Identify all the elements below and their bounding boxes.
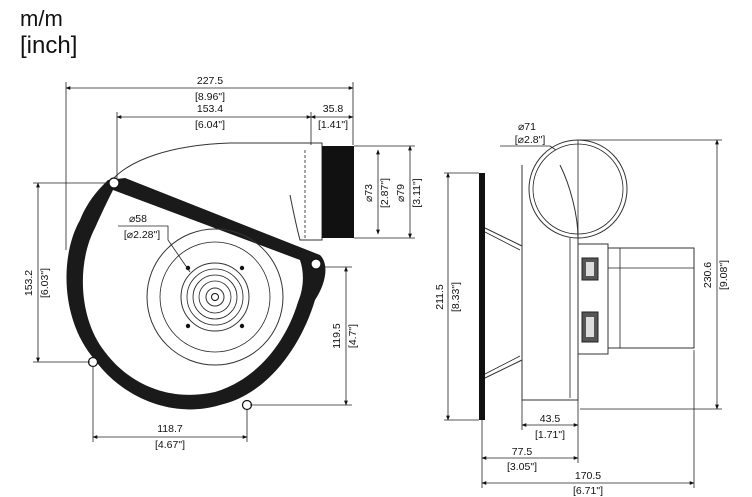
dim-side-outlet-mm: ⌀71	[518, 121, 536, 133]
dim-outlet-od-mm: ⌀79	[395, 184, 407, 202]
side-dimensions: ⌀71 [⌀2.8"] 211.5 [8.33"] 230.6 [9.08"] …	[434, 121, 730, 497]
dim-total-depth-mm: 170.5	[575, 470, 601, 482]
dim-motor-offset-mm: 43.5	[540, 413, 561, 425]
hub	[205, 287, 225, 307]
dim-outlet-id-in: [2.87"]	[379, 178, 391, 208]
dim-center-outlet-in: [6.04"]	[195, 119, 225, 131]
screw-2	[239, 265, 245, 271]
side-flange-plate	[479, 173, 485, 420]
dim-outlet-length-in: [1.41"]	[318, 119, 348, 131]
dim-center-outlet-mm: 153.4	[197, 103, 223, 115]
dim-side-outlet-in: [⌀2.8"]	[515, 134, 546, 146]
unit-imperial-label: [inch]	[20, 32, 78, 59]
dim-depth-mid-in: [3.05"]	[507, 461, 537, 473]
inlet-ring-outer	[180, 262, 250, 332]
dim-flange-height-in: [8.33"]	[450, 282, 462, 312]
dim-motor-offset-in: [1.71"]	[535, 429, 565, 441]
screw-4	[239, 323, 245, 329]
mount-hole-top	[108, 177, 120, 189]
dim-outlet-id-mm: ⌀73	[363, 184, 375, 202]
unit-metric-label: m/m	[20, 6, 63, 31]
outlet-flange	[322, 146, 354, 238]
housing-interior	[82, 190, 303, 395]
dim-overall-width-in: [8.96"]	[195, 91, 225, 103]
dim-outlet-length-mm: 35.8	[323, 103, 344, 115]
screw-3	[185, 323, 191, 329]
dim-flange-height-mm: 211.5	[434, 284, 446, 310]
dim-center-height-in: [4.7"]	[347, 324, 359, 348]
impeller-plate	[146, 228, 284, 366]
impeller-ring	[159, 241, 271, 353]
side-view	[479, 139, 695, 420]
dim-bolt-spacing-in: [4.67"]	[155, 439, 185, 451]
dim-overall-width-mm: 227.5	[197, 75, 223, 87]
front-view	[66, 142, 354, 411]
front-dimensions: 227.5 [8.96"] 153.4 [6.04"] 35.8 [1.41"]…	[23, 75, 423, 451]
dim-center-height-mm: 119.5	[331, 323, 343, 349]
dim-height-left-in: [6.03"]	[39, 268, 51, 298]
dim-inlet-dia-mm: ⌀58	[129, 213, 147, 225]
shaft	[211, 293, 219, 301]
inlet-ring-2	[186, 268, 244, 326]
dim-depth-mid-mm: 77.5	[512, 446, 533, 458]
dim-total-height-mm: 230.6	[702, 262, 714, 288]
dim-outlet-od-in: [3.11"]	[411, 178, 423, 207]
dim-total-height-in: [9.08"]	[718, 260, 730, 290]
dim-inlet-dia-in: [⌀2.28"]	[124, 229, 160, 241]
inlet-ring-3	[192, 274, 238, 320]
mount-hole-right	[310, 258, 322, 270]
inlet-ring-4	[198, 280, 232, 314]
outlet-shroud	[111, 142, 323, 241]
side-housing-cone	[484, 227, 523, 379]
dim-height-left-mm: 153.2	[23, 270, 35, 296]
units-legend: m/m [inch]	[8, 4, 118, 64]
dim-total-depth-in: [6.71"]	[573, 485, 603, 497]
dim-bolt-spacing-mm: 118.7	[157, 423, 183, 435]
motor-can	[607, 247, 695, 349]
